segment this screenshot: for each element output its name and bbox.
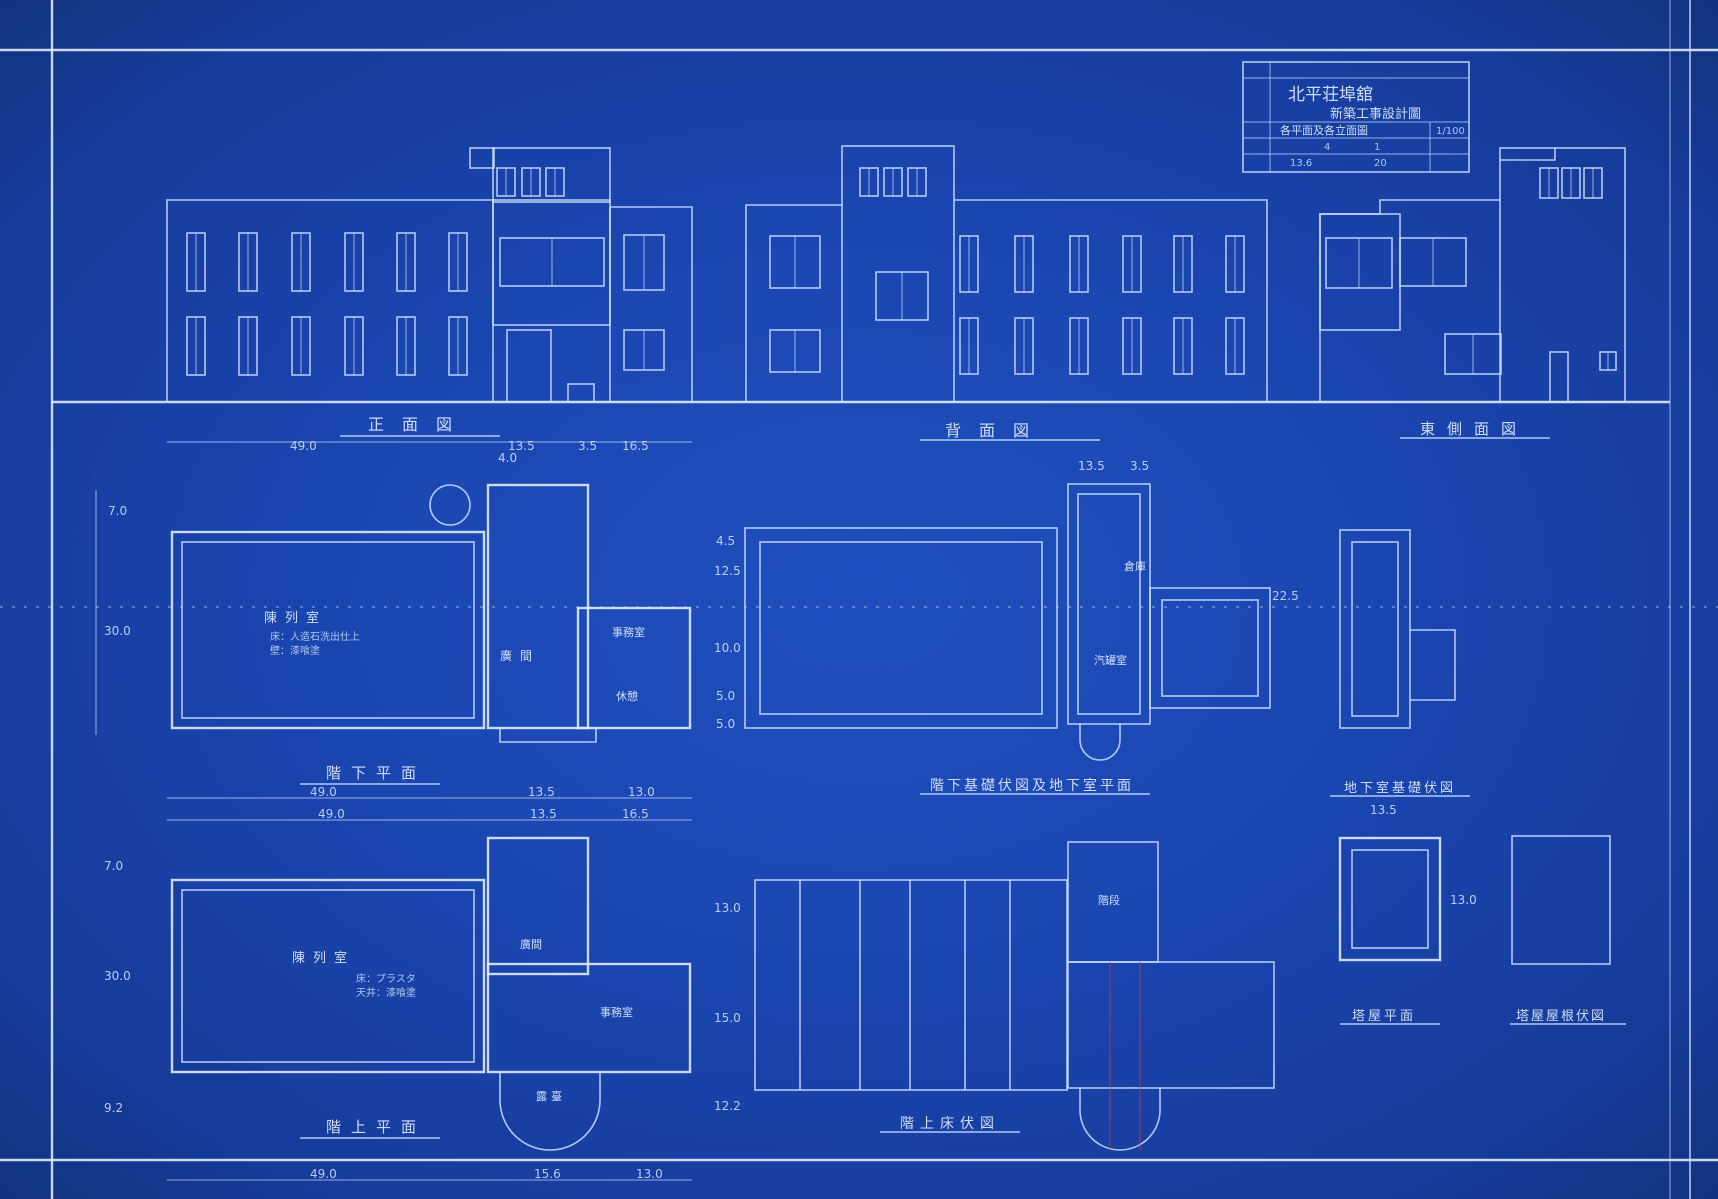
upper-framing-plan: 階段 階上床伏図 <box>754 841 1275 1151</box>
title-drawing: 新築工事設計圖 <box>1330 106 1421 122</box>
dim-g-hall: 13.5 <box>508 439 535 453</box>
dim-t-width: 13.5 <box>1370 803 1397 817</box>
room-boiler: 汽罐室 <box>1094 653 1127 667</box>
label-tower-framing: 塔屋屋根伏図 <box>1516 1009 1606 1024</box>
dim-u-hall: 13.5 <box>530 807 557 821</box>
room-office: 事務室 <box>612 625 645 639</box>
title-row3: 20 <box>1374 158 1387 169</box>
room-balcony: 露臺 <box>536 1089 566 1103</box>
dim-g-r2: 12.5 <box>714 564 741 578</box>
dim-g-top: 7.0 <box>108 504 127 518</box>
dim-b-hall: 13.5 <box>1078 459 1105 473</box>
dim-g-bot-width: 49.0 <box>310 785 337 799</box>
label-rear-elevation: 背面図 <box>945 421 1047 440</box>
dim-g-r5: 5.0 <box>716 717 735 731</box>
label-basement-plan: 階下基礎伏図及地下室平面 <box>930 777 1134 794</box>
title-project: 北平荘埠舘 <box>1288 84 1373 105</box>
title-sheet-desc: 各平面及各立面圖 <box>1280 123 1368 137</box>
dim-t-height: 13.0 <box>1450 893 1477 907</box>
label-front-elevation: 正面図 <box>368 415 470 434</box>
ground-floor-plan: 49.0 13.5 3.5 16.5 4.0 7.0 30.0 4.5 12.5… <box>95 439 741 799</box>
dim-u-r3: 12.2 <box>714 1099 741 1113</box>
tower-plan: 13.5 13.0 塔屋平面 <box>1338 803 1477 1025</box>
dim-u-bot-wing: 13.0 <box>636 1167 663 1181</box>
room-upper-office: 事務室 <box>600 1005 633 1019</box>
label-east-elevation: 東側面図 <box>1420 420 1528 438</box>
dim-u-bot-hall: 15.6 <box>534 1167 561 1181</box>
dim-u-height: 30.0 <box>104 969 131 983</box>
dim-u-width: 49.0 <box>318 807 345 821</box>
title-block: 北平荘埠舘 新築工事設計圖 各平面及各立面圖 1/100 4 1 13.6 20 <box>1242 61 1470 173</box>
dim-g-r3: 10.0 <box>714 641 741 655</box>
title-row2: 1 <box>1374 142 1380 153</box>
note-4: 天井：漆喰塗 <box>356 986 416 999</box>
label-tower-plan: 塔屋平面 <box>1352 1009 1416 1024</box>
east-elevation: 東側面図 <box>1319 147 1626 439</box>
dim-u-r2: 15.0 <box>714 1011 741 1025</box>
dim-b-wing: 3.5 <box>1130 459 1149 473</box>
tower-framing: 塔屋屋根伏図 <box>1510 835 1626 1025</box>
dim-g-r1: 4.5 <box>716 534 735 548</box>
label-ground-plan: 階下平面 <box>326 764 426 782</box>
room-exhibition-2: 陳列室 <box>292 950 355 966</box>
front-elevation: 正面図 <box>166 147 693 437</box>
room-exhibition-1: 陳列室 <box>264 610 327 626</box>
label-upper-framing: 階上床伏図 <box>900 1116 1000 1132</box>
title-scale: 1/100 <box>1436 126 1465 137</box>
dim-u-top: 7.0 <box>104 859 123 873</box>
dim-g-wing2: 3.5 <box>578 439 597 453</box>
dim-g-r4: 5.0 <box>716 689 735 703</box>
note-2: 壁：漆喰塗 <box>270 644 320 657</box>
dim-g-bot-wing: 13.0 <box>628 785 655 799</box>
dim-u-r1: 13.0 <box>714 901 741 915</box>
dim-u-bot-width: 49.0 <box>310 1167 337 1181</box>
label-upper-plan: 階上平面 <box>326 1118 426 1136</box>
dim-u-wing: 16.5 <box>622 807 649 821</box>
dim-g-small: 4.0 <box>498 451 517 465</box>
title-row1: 4 <box>1324 142 1330 153</box>
basement-plan: 13.5 3.5 22.5 汽罐室 倉庫 階下基礎伏図及地下室平面 <box>744 459 1299 795</box>
room-hall: 廣間 <box>500 649 540 663</box>
room-upper-hall: 廣間 <box>520 937 542 951</box>
upper-floor-plan: 49.0 13.5 16.5 7.0 30.0 9.2 13.0 15.0 12… <box>104 807 741 1181</box>
dim-g-width: 49.0 <box>290 439 317 453</box>
dim-g-wing: 16.5 <box>622 439 649 453</box>
note-1: 床：人造石洗出仕上 <box>270 630 360 643</box>
title-date: 13.6 <box>1290 158 1312 169</box>
note-3: 床：プラスタ <box>356 972 416 985</box>
rear-elevation: 背面図 <box>745 145 1268 441</box>
label-basement-foundation: 地下室基礎伏図 <box>1344 780 1456 796</box>
dim-g-bot-hall: 13.5 <box>528 785 555 799</box>
room-stairs: 階段 <box>1098 893 1120 907</box>
dim-b-side: 22.5 <box>1272 589 1299 603</box>
dim-g-height: 30.0 <box>104 624 131 638</box>
room-lounge: 休憩 <box>616 689 638 703</box>
basement-foundation: 地下室基礎伏図 <box>1330 529 1470 797</box>
dim-u-bot: 9.2 <box>104 1101 123 1115</box>
room-storage: 倉庫 <box>1124 559 1146 573</box>
